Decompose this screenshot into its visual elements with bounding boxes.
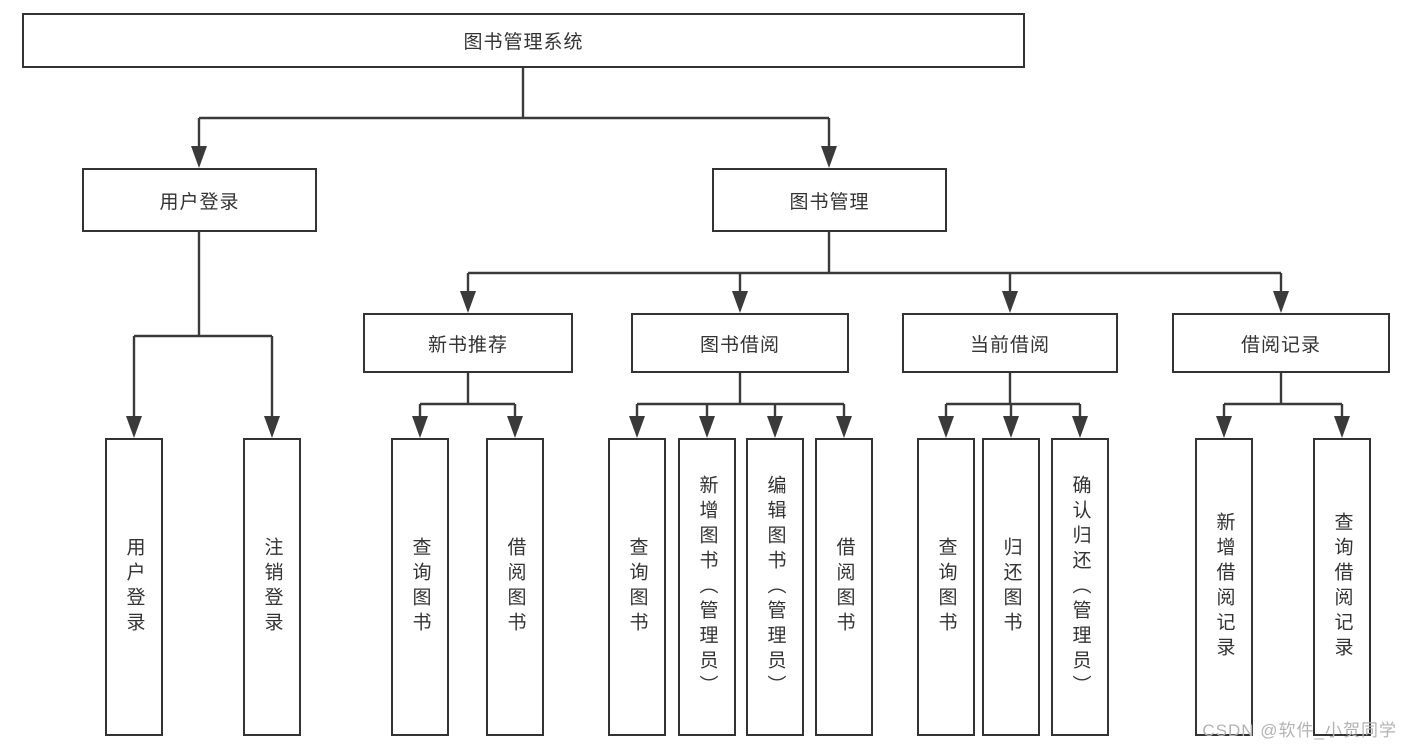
leaf-label: 查询图书 xyxy=(409,537,431,637)
leaf-label: 查询图书 xyxy=(935,537,957,637)
leaf-label: 归还图书 xyxy=(1000,537,1022,637)
leaf-label: 查询图书 xyxy=(626,537,648,637)
leaf-label: 注销登录 xyxy=(261,537,283,637)
leaf-user-login: 用户登录 xyxy=(105,438,163,736)
leaf-query-books-recommend: 查询图书 xyxy=(391,438,449,736)
node-borrow-records: 借阅记录 xyxy=(1172,313,1390,373)
leaf-label: 确认归还（管理员） xyxy=(1069,474,1091,700)
node-label: 用户登录 xyxy=(159,191,240,213)
leaf-return-book: 归还图书 xyxy=(982,438,1040,736)
node-current-borrow: 当前借阅 xyxy=(902,313,1118,373)
node-label: 新书推荐 xyxy=(427,334,508,356)
leaf-label: 新增借阅记录 xyxy=(1213,512,1235,662)
node-book-management: 图书管理 xyxy=(712,168,947,232)
node-label: 当前借阅 xyxy=(969,334,1050,356)
node-label: 借阅记录 xyxy=(1240,334,1321,356)
leaf-borrow-books-recommend: 借阅图书 xyxy=(486,438,544,736)
node-user-login: 用户登录 xyxy=(82,168,317,232)
node-label: 图书借阅 xyxy=(699,334,780,356)
node-label: 图书管理 xyxy=(789,191,870,213)
leaf-edit-book-admin: 编辑图书（管理员） xyxy=(746,438,804,736)
leaf-label: 借阅图书 xyxy=(504,537,526,637)
node-library-management-system: 图书管理系统 xyxy=(22,13,1025,68)
csdn-watermark: CSDN @软件_小贺同学 xyxy=(1202,721,1397,740)
leaf-query-books-borrow: 查询图书 xyxy=(608,438,666,736)
leaf-label: 编辑图书（管理员） xyxy=(764,474,786,700)
leaf-add-borrow-record: 新增借阅记录 xyxy=(1195,438,1253,736)
leaf-query-books-current: 查询图书 xyxy=(917,438,975,736)
leaf-confirm-return-admin: 确认归还（管理员） xyxy=(1051,438,1109,736)
leaf-label: 查询借阅记录 xyxy=(1331,512,1353,662)
leaf-borrow-books-borrow: 借阅图书 xyxy=(815,438,873,736)
node-new-book-recommend: 新书推荐 xyxy=(363,313,573,373)
leaf-label: 用户登录 xyxy=(123,537,145,637)
leaf-label: 借阅图书 xyxy=(833,537,855,637)
node-book-borrow: 图书借阅 xyxy=(631,313,849,373)
leaf-add-book-admin: 新增图书（管理员） xyxy=(678,438,736,736)
node-label: 图书管理系统 xyxy=(463,32,584,53)
leaf-query-borrow-record: 查询借阅记录 xyxy=(1313,438,1371,736)
leaf-label: 新增图书（管理员） xyxy=(696,474,718,700)
leaf-logout: 注销登录 xyxy=(243,438,301,736)
